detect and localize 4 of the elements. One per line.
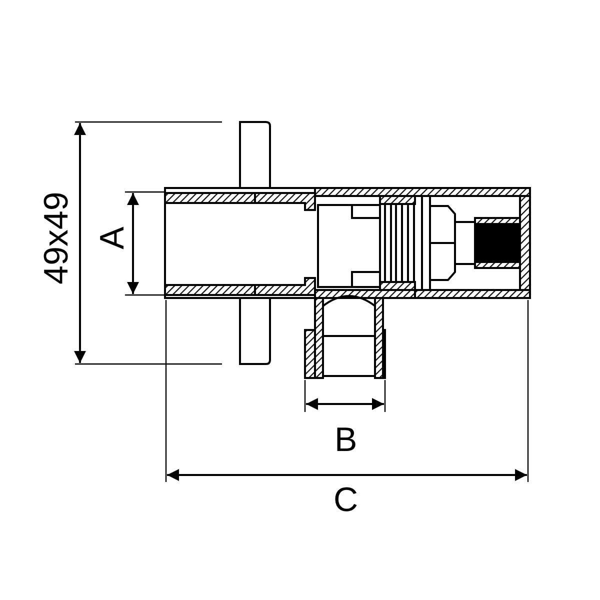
dimension-label: C xyxy=(334,483,358,517)
dimension-label: 49x49 xyxy=(38,192,73,284)
dimension-label: A xyxy=(94,226,129,250)
dimension-label: B xyxy=(334,423,358,457)
